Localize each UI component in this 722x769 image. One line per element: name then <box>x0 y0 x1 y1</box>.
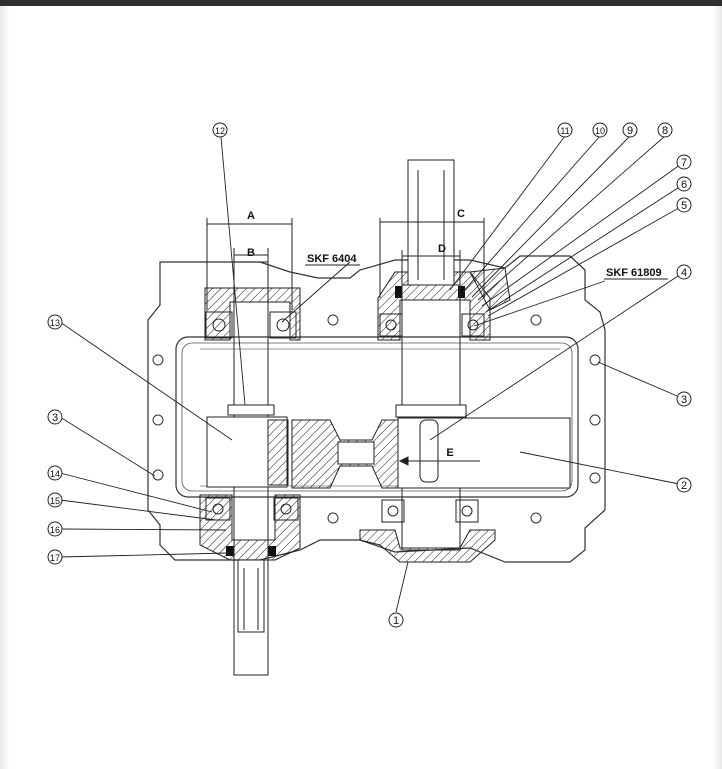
callout-11: 11 <box>560 126 569 136</box>
inner-housing-wall <box>175 336 579 498</box>
bearing-right-bottom-a <box>381 499 405 523</box>
callout-15: 15 <box>50 496 60 506</box>
left-lower-housing <box>199 494 301 561</box>
left-shaft-output <box>237 559 265 633</box>
callout-8: 8 <box>662 125 668 137</box>
callout-5: 5 <box>681 200 687 212</box>
dimension-d: D <box>438 243 446 255</box>
bearing-label-left: SKF 6404 <box>307 253 357 265</box>
window-top-bar <box>0 0 722 6</box>
callout-14: 14 <box>50 469 60 479</box>
dimension-e: E <box>446 447 453 459</box>
callout-4: 4 <box>681 267 687 279</box>
dimension-c: C <box>457 208 465 220</box>
callout-1: 1 <box>393 615 399 627</box>
callout-3-left: 3 <box>52 412 58 424</box>
bottom-cover <box>359 529 496 563</box>
dimension-a: A <box>247 210 255 222</box>
dimension-b: B <box>247 247 255 259</box>
inner-housing-wall-2 <box>181 342 573 492</box>
callout-17: 17 <box>50 553 60 563</box>
bearing-left-bottom-a <box>205 497 231 521</box>
callout-6: 6 <box>681 179 687 191</box>
bolt-holes <box>152 314 601 524</box>
callout-circles <box>47 122 692 628</box>
bearing-left-top-outer <box>205 311 233 339</box>
callout-10: 10 <box>595 126 605 136</box>
callout-9: 9 <box>627 125 633 137</box>
callout-13: 13 <box>50 318 60 328</box>
viewer-left-edge <box>0 6 10 769</box>
callout-2: 2 <box>681 480 687 492</box>
callout-12: 12 <box>215 126 225 136</box>
bearing-left-bottom-b <box>273 497 299 521</box>
callout-16: 16 <box>50 525 60 535</box>
bearing-label-right: SKF 61809 <box>606 267 662 279</box>
housing-outline <box>147 255 606 563</box>
leader-lines <box>59 135 685 613</box>
callout-3-right: 3 <box>681 394 687 406</box>
large-gear <box>397 417 571 489</box>
dimension-lines <box>206 218 485 466</box>
viewer-right-edge <box>712 6 722 769</box>
bearing-left-top-inner <box>269 311 297 339</box>
bearing-right-bottom-b <box>455 499 479 523</box>
callout-7: 7 <box>681 157 687 169</box>
left-upper-housing <box>204 287 301 341</box>
bearing-right-top-b <box>461 313 485 337</box>
